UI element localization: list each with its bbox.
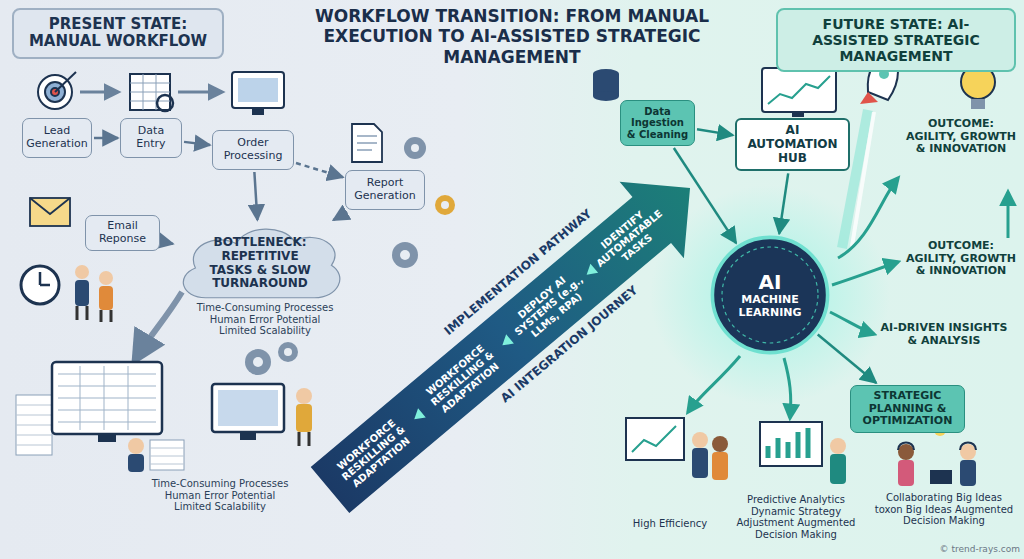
step-label: IDENTIFY AUTOMATABLE TASKS [582,194,676,283]
hub-box: AI AUTOMATION HUB [735,118,850,171]
step-label: WORKFORCE RESKILLING & ADAPTATION [322,405,425,502]
flow-arrow [178,91,222,94]
process-box: Email Reponse [85,215,160,251]
envelope-icon [30,198,70,226]
ml-circle: AIMACHINE LEARNING [710,235,830,355]
state-header: FUTURE STATE: AI-ASSISTED STRATEGIC MANA… [776,8,1016,72]
flow-arrow [80,91,118,94]
node-label: Report Generation [351,177,419,202]
node-label: Data Entry [126,125,176,150]
process-box: Data Entry [120,118,182,158]
flow-connector [818,335,876,383]
flow-connector [697,129,733,135]
dashboard-monitor [762,68,836,117]
document-icon [352,124,382,162]
flow-connector [333,212,347,220]
node-label: BOTTLENECK: REPETITIVE TASKS & SLOW TURN… [199,236,321,291]
outcome-arrows [688,178,1008,418]
rocket-illustration [842,52,898,248]
benefit-label: Collaborating Big Ideas toxon Big Ideas … [874,492,1014,527]
insight-label: AI-DRIVEN INSIGHTS & ANALYSIS [878,322,1010,347]
step-label: WORKFORCE RESKILLING & ADAPTATION [411,330,514,427]
process-box: Data Ingestion & Cleaning [620,100,695,146]
node-label: Lead Generation [26,125,87,150]
flow-connector [296,163,343,177]
outcome-label: OUTCOME: AGILITY, GROWTH & INNOVATION [905,118,1017,156]
node-label: Order Processing [218,137,288,162]
paperwork-illustration [16,362,184,472]
flow-arrow [135,292,182,360]
node-label: Email Reponse [91,220,154,245]
target-icon [38,72,76,109]
diagram-title: WORKFLOW TRANSITION: FROM MANUAL EXECUTI… [300,6,724,67]
node-label: STRATEGIC PLANNING & OPTIMIZATION [856,390,959,428]
node-label: AI [759,271,782,294]
issue-list: Time-Consuming Processes Human Error Pot… [190,302,340,337]
flow-connector [162,242,173,244]
process-box: STRATEGIC PLANNING & OPTIMIZATION [850,385,965,433]
state-header: PRESENT STATE: MANUAL WORKFLOW [12,8,224,59]
process-box: Report Generation [345,170,425,210]
bottleneck-cloud: BOTTLENECK: REPETITIVE TASKS & SLOW TURN… [175,222,345,303]
pathway-arrow [298,150,722,529]
node-label: PRESENT STATE: MANUAL WORKFLOW [24,16,212,51]
monitor-icon [232,72,284,115]
flow-connector [94,137,118,140]
flow-connector [674,148,736,243]
computer-worker-illustration [212,342,312,446]
flow-connector [184,142,210,145]
spreadsheet-icon [130,74,173,111]
flow-connector [254,172,257,220]
watermark: © trend-rays.com [930,544,1020,554]
node-label: Data Ingestion & Cleaning [626,106,689,141]
outcome-label: OUTCOME: AGILITY, GROWTH & INNOVATION [905,240,1017,278]
node-sublabel: MACHINE LEARNING [724,294,816,319]
node-label: AI AUTOMATION HUB [742,124,843,165]
database-icon [593,69,619,101]
issue-list: Time-Consuming Processes Human Error Pot… [150,478,290,513]
process-box: Order Processing [212,130,294,170]
node-label: FUTURE STATE: AI-ASSISTED STRATEGIC MANA… [788,16,1004,64]
process-box: Lead Generation [22,118,92,158]
flow-connector [779,173,788,233]
clock-people-illustration [21,265,113,322]
benefit-label: High Efficiency [622,518,718,530]
benefit-label: Predictive Analytics Dynamic Strategy Ad… [728,494,864,540]
